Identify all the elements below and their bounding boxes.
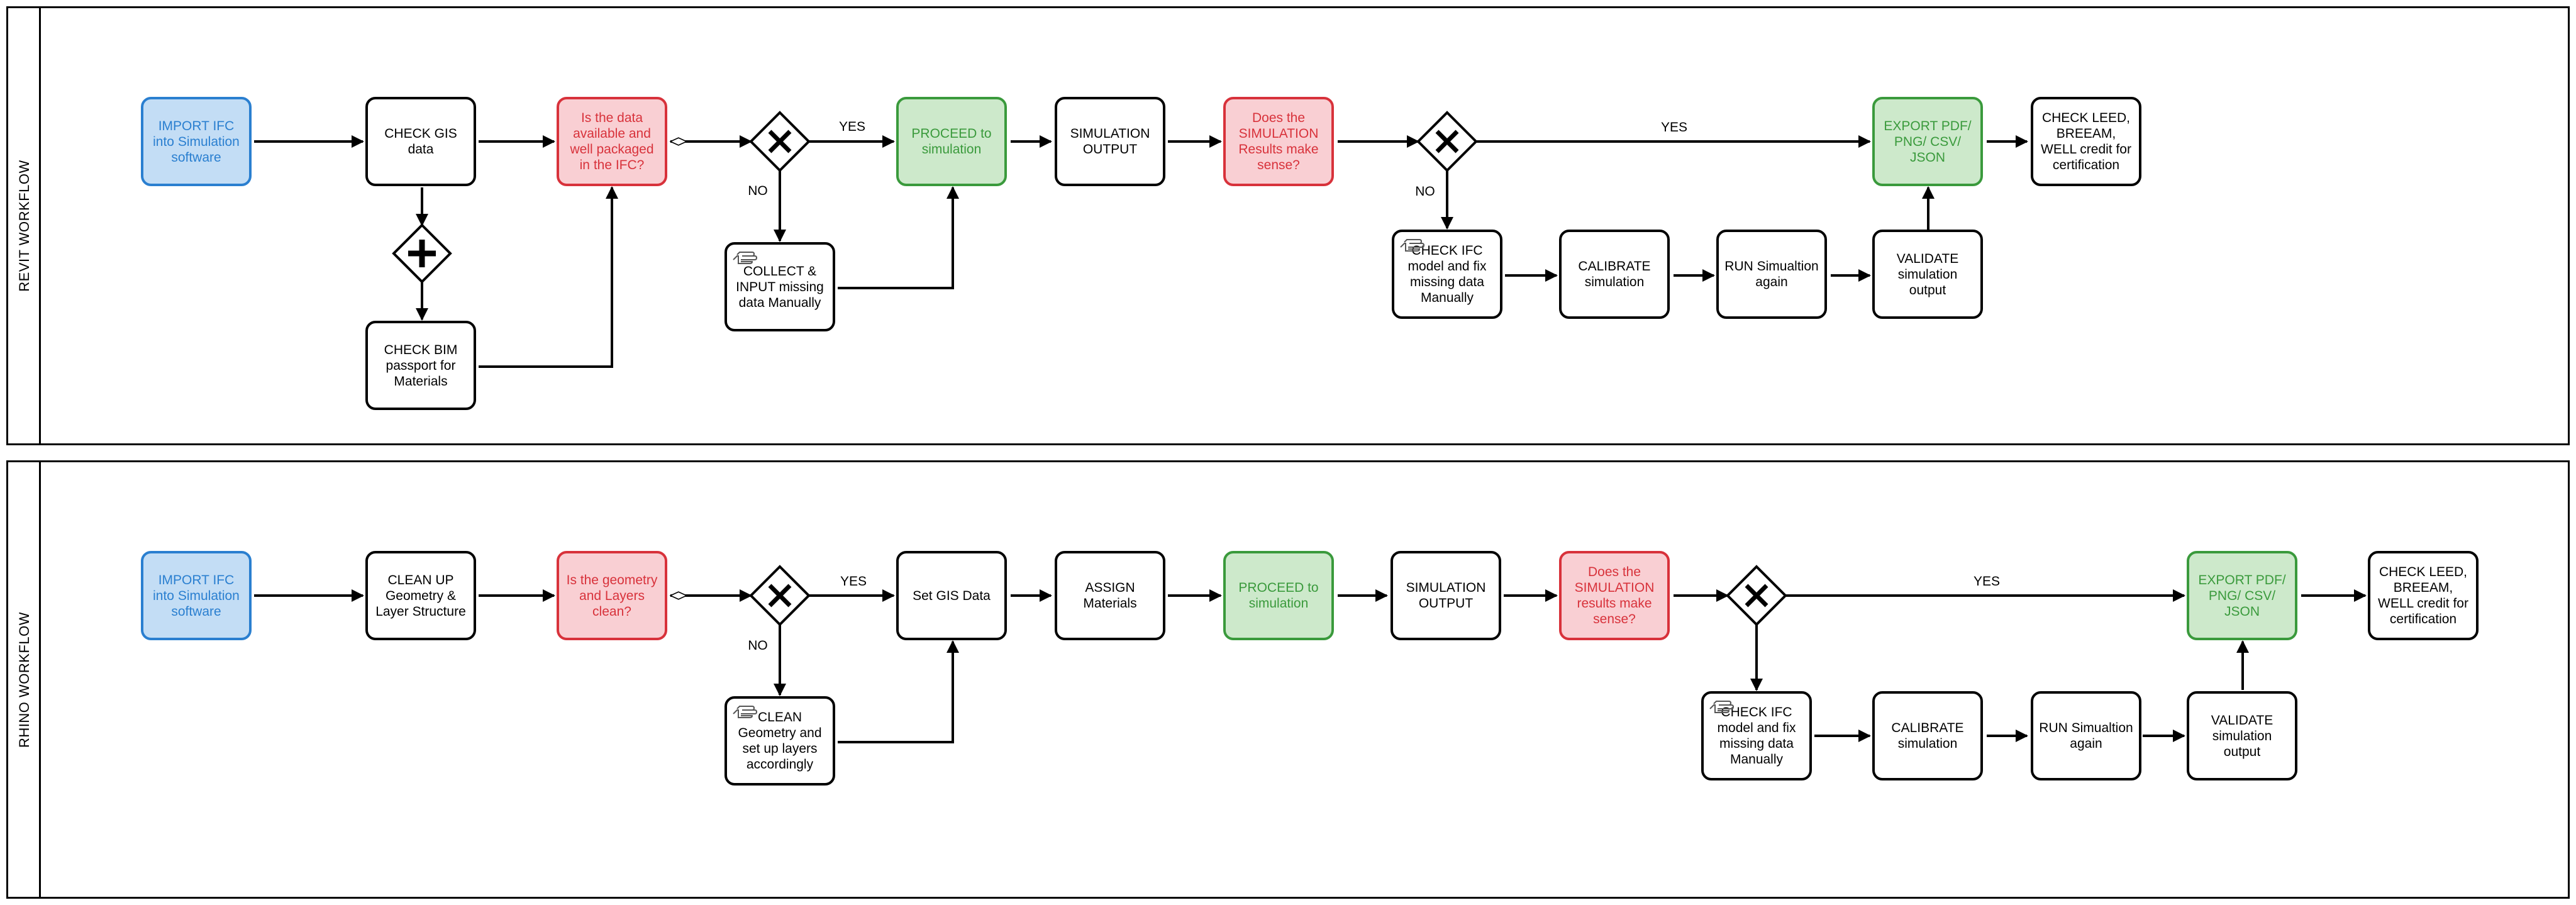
rhino-run-again-task[interactable]: RUN Simualtion again xyxy=(2031,691,2141,780)
rhino-check-ifc-task[interactable]: CHECK IFC model and fix missing data Man… xyxy=(1701,691,1812,780)
revit-check-bim-task[interactable]: CHECK BIM passport for Materials xyxy=(365,321,476,410)
revit-proceed-task[interactable]: PROCEED to simulation xyxy=(896,97,1007,186)
revit-import-ifc-task[interactable]: IMPORT IFC into Simulation software xyxy=(141,97,252,186)
rhino-x-gateway-icon xyxy=(749,565,811,626)
rhino-clean-hand-icon xyxy=(733,706,758,718)
revit-run-again-task[interactable]: RUN Simualtion again xyxy=(1716,230,1827,319)
revit-validate-label: VALIDATE simulation output xyxy=(1896,251,1959,297)
revit-check-bim-label: CHECK BIM passport for Materials xyxy=(384,342,458,389)
revit-results-question-label: Does the SIMULATION Results make sense? xyxy=(1238,111,1319,172)
revit-sim-output-task[interactable]: SIMULATION OUTPUT xyxy=(1055,97,1165,186)
rhino-clean-up-task[interactable]: CLEAN UP Geometry & Layer Structure xyxy=(365,551,476,640)
rhino-edge-clean-setgis xyxy=(838,640,959,743)
rhino-assign-materials-task[interactable]: ASSIGN Materials xyxy=(1055,551,1165,640)
rhino-set-gis-label: Set GIS Data xyxy=(913,588,991,603)
revit-check-leed-label: CHECK LEED, BREEAM, WELL credit for cert… xyxy=(2041,111,2131,172)
rhino-import-ifc-label: IMPORT IFC into Simulation software xyxy=(153,572,240,619)
revit-sim-output-label: SIMULATION OUTPUT xyxy=(1070,126,1150,157)
revit-check-gis-label: CHECK GIS data xyxy=(384,126,457,157)
rhino-run-again-label: RUN Simualtion again xyxy=(2039,721,2133,751)
rhino-results-question-label: Does the SIMULATION results make sense? xyxy=(1574,565,1655,626)
revit-check-ifc-hand-icon xyxy=(1400,239,1425,252)
revit-check-ifc-label: CHECK IFC model and fix missing data Man… xyxy=(1407,243,1487,305)
revit-edge-bim-question xyxy=(479,186,618,368)
rhino-yes-label-1: YES xyxy=(840,574,867,589)
rhino-geometry-question-task[interactable]: Is the geometry and Layers clean? xyxy=(557,551,667,640)
revit-collect-input-label: COLLECT & INPUT missing data Manually xyxy=(736,264,824,310)
revit-proceed-label: PROCEED to simulation xyxy=(911,126,992,157)
revit-export-label: EXPORT PDF/ PNG/ CSV/ JSON xyxy=(1884,118,1972,165)
revit-edge-collect-proceed xyxy=(838,186,959,289)
revit-import-ifc-label: IMPORT IFC into Simulation software xyxy=(153,118,240,165)
rhino-clean-geometry-label: CLEAN Geometry and set up layers accordi… xyxy=(738,710,822,772)
revit-export-task[interactable]: EXPORT PDF/ PNG/ CSV/ JSON xyxy=(1872,97,1983,186)
rhino-no-label-1: NO xyxy=(748,638,768,653)
revit-check-gis-task[interactable]: CHECK GIS data xyxy=(365,97,476,186)
revit-run-again-label: RUN Simualtion again xyxy=(1724,259,1819,289)
rhino-validate-label: VALIDATE simulation output xyxy=(2211,713,2273,759)
rhino-clean-geometry-task[interactable]: CLEAN Geometry and set up layers accordi… xyxy=(724,696,835,786)
lane-rhino-header: RHINO WORKFLOW xyxy=(8,462,41,897)
rhino-results-question-task[interactable]: Does the SIMULATION results make sense? xyxy=(1559,551,1670,640)
revit-check-ifc-task[interactable]: CHECK IFC model and fix missing data Man… xyxy=(1392,230,1502,319)
rhino-export-label: EXPORT PDF/ PNG/ CSV/ JSON xyxy=(2198,572,2286,619)
rhino-import-ifc-task[interactable]: IMPORT IFC into Simulation software xyxy=(141,551,252,640)
revit-results-question-task[interactable]: Does the SIMULATION Results make sense? xyxy=(1223,97,1334,186)
rhino-validate-task[interactable]: VALIDATE simulation output xyxy=(2187,691,2297,780)
rhino-export-task[interactable]: EXPORT PDF/ PNG/ CSV/ JSON xyxy=(2187,551,2297,640)
rhino-yes-label-2: YES xyxy=(1973,574,2001,589)
revit-calibrate-task[interactable]: CALIBRATE simulation xyxy=(1559,230,1670,319)
revit-plus-gateway-icon xyxy=(392,223,452,284)
revit-data-question-label: Is the data available and well packaged … xyxy=(570,111,654,172)
rhino-check-ifc-hand-icon xyxy=(1709,701,1735,713)
rhino-check-leed-task[interactable]: CHECK LEED, BREEAM, WELL credit for cert… xyxy=(2368,551,2479,640)
rhino-sim-output-task[interactable]: SIMULATION OUTPUT xyxy=(1391,551,1501,640)
revit-check-leed-task[interactable]: CHECK LEED, BREEAM, WELL credit for cert… xyxy=(2031,97,2141,186)
revit-validate-task[interactable]: VALIDATE simulation output xyxy=(1872,230,1983,319)
rhino-calibrate-label: CALIBRATE simulation xyxy=(1891,721,1964,751)
revit-no-label-1: NO xyxy=(748,184,768,198)
revit-x-gateway-icon xyxy=(749,111,811,172)
lane-rhino: RHINO WORKFLOW xyxy=(6,460,2570,899)
rhino-proceed-task[interactable]: PROCEED to simulation xyxy=(1223,551,1334,640)
rhino-clean-up-label: CLEAN UP Geometry & Layer Structure xyxy=(375,572,466,619)
revit-yes-label-2: YES xyxy=(1660,120,1688,135)
revit-collect-hand-icon xyxy=(733,252,758,264)
rhino-sim-output-label: SIMULATION OUTPUT xyxy=(1406,580,1486,611)
revit-calibrate-label: CALIBRATE simulation xyxy=(1578,259,1651,289)
revit-collect-input-task[interactable]: COLLECT & INPUT missing data Manually xyxy=(724,242,835,331)
lane-revit-header: REVIT WORKFLOW xyxy=(8,8,41,443)
revit-data-question-task[interactable]: Is the data available and well packaged … xyxy=(557,97,667,186)
rhino-x-gateway-2-icon xyxy=(1726,565,1787,626)
revit-x-gateway-2-icon xyxy=(1416,111,1478,172)
rhino-check-leed-label: CHECK LEED, BREEAM, WELL credit for cert… xyxy=(2378,565,2468,626)
rhino-proceed-label: PROCEED to simulation xyxy=(1238,580,1319,611)
rhino-assign-materials-label: ASSIGN Materials xyxy=(1083,580,1137,611)
revit-no-label-2: NO xyxy=(1415,184,1435,199)
revit-yes-label-1: YES xyxy=(838,119,866,134)
rhino-check-ifc-label: CHECK IFC model and fix missing data Man… xyxy=(1717,705,1796,767)
rhino-set-gis-task[interactable]: Set GIS Data xyxy=(896,551,1007,640)
rhino-calibrate-task[interactable]: CALIBRATE simulation xyxy=(1872,691,1983,780)
rhino-geometry-question-label: Is the geometry and Layers clean? xyxy=(566,572,658,619)
